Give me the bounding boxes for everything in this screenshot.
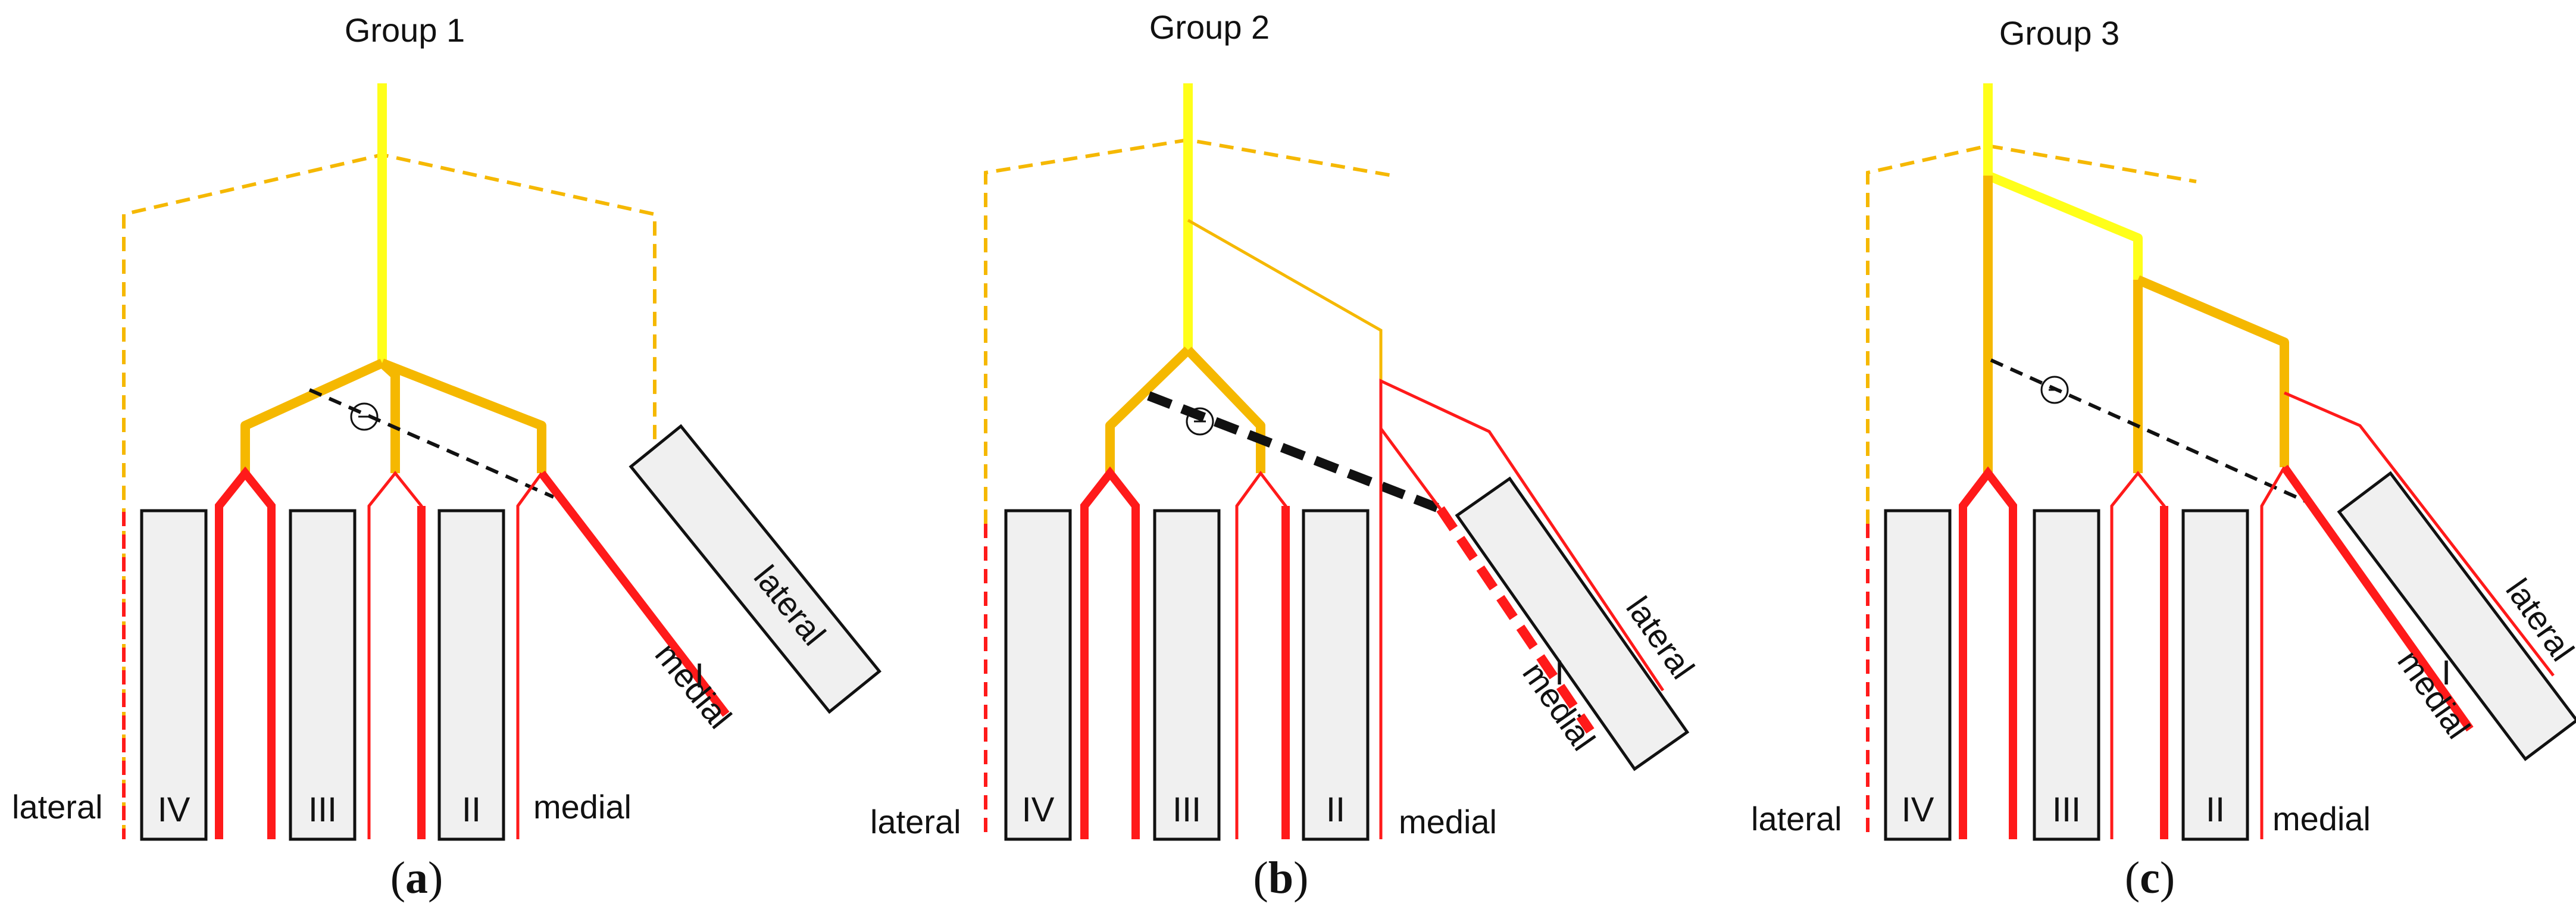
panel-c-ray-iii-label: III — [2052, 790, 2081, 829]
panel-a-ray-ii-label: II — [462, 790, 481, 829]
panel-a-orange-branch-1 — [240, 358, 384, 473]
panel-b-caption-letter: b — [1268, 853, 1293, 903]
panel-c-ray-ii-label: II — [2206, 790, 2225, 829]
panel-c-black-dashed-axis — [1990, 358, 2311, 505]
panel-c-ray-iii-box — [2033, 509, 2100, 841]
panel-c-axis-circle — [2040, 376, 2069, 404]
panel-a-orange-branch-3 — [380, 358, 546, 473]
panel-a-lateral-label: lateral — [12, 788, 103, 826]
panel-b-title: Group 2 — [1149, 8, 1270, 46]
panel-c-ray-iv-box — [1884, 509, 1952, 841]
panel-a-ray-iii-label: III — [308, 790, 337, 829]
panel-b-red-artery-iii-iv — [1080, 466, 1140, 839]
panel-b-orange-thin-branch — [1187, 218, 1383, 381]
panel-b-ray-iv-label: IV — [1022, 790, 1055, 829]
panel-a-caption-close: ) — [428, 853, 443, 903]
panel-c-orange-secondary-branch — [2136, 275, 2289, 467]
panel-a-red-artery-iii-iv — [215, 466, 276, 839]
panel-a-ray-iv-label: IV — [158, 790, 190, 829]
panel-b-ray-iii-label: III — [1173, 790, 1201, 829]
panel-c-title: Group 3 — [1999, 14, 2119, 52]
panel-b-black-dashed-axis — [1147, 391, 1442, 514]
panel-a-ray-i-label: I — [695, 657, 704, 695]
panel-b-ray-i-label: I — [1555, 654, 1564, 692]
panel-c-ray-i-box — [2337, 471, 2576, 761]
panel-c-ray-ii-box — [2181, 509, 2249, 841]
panel-c-red-artery-thin-ii-medial — [2260, 466, 2286, 839]
panel-b-caption: (b) — [1253, 853, 1309, 903]
panel-c-orange-dashed-outline — [1866, 143, 2197, 524]
panel-c-red-artery-thick-i-medial — [2281, 464, 2474, 732]
panel-a-caption: (a) — [390, 853, 443, 903]
panel-c-caption-letter: c — [2140, 853, 2160, 903]
panel-b-lateral-label: lateral — [870, 803, 961, 840]
panel-a-red-artery-thin-ii-medial — [516, 472, 543, 839]
panel-a-ray-ii-box — [437, 509, 505, 841]
panel-c-red-artery-thin-ii-iii — [2110, 470, 2166, 839]
panel-a-red-artery-thick-i-medial — [538, 470, 730, 717]
panel-b-orange-branch-1 — [1105, 346, 1192, 473]
panel-b-caption-open: ( — [1253, 853, 1268, 903]
panel-b-red-artery-thin-ii-iii — [1235, 470, 1287, 839]
panel-a-ray-i-box — [629, 424, 881, 714]
panel-c-caption: (c) — [2125, 853, 2175, 903]
panel-c-caption-open: ( — [2125, 853, 2140, 903]
panel-a-medial-label: medial — [533, 788, 632, 826]
panel-a-medial-diag-label: medial — [648, 636, 739, 736]
panel-b-ray-ii-box — [1302, 509, 1370, 841]
panel-a-red-artery-thin-ii-iii — [367, 470, 423, 839]
panel-c-ray-i-label: I — [2441, 654, 2451, 692]
panel-b-red-dashed-i-medial — [1436, 506, 1595, 734]
panel-a-orange-branch-2 — [379, 360, 400, 473]
panel-b-axis-circle — [1186, 407, 1214, 436]
panel-b-ray-i-box — [1455, 476, 1690, 771]
panel-b-red-artery-thin-lateral — [1379, 379, 1665, 839]
panel-c-red-artery-iii-iv — [1959, 466, 2017, 839]
panel-b-red-artery-thin-connector — [1379, 427, 1442, 510]
panel-a-caption-letter: a — [405, 853, 428, 903]
panel-a: Group 1 IV III II I lateral medial — [12, 11, 881, 903]
panel-b-ray-iv-box — [1004, 509, 1072, 841]
panel-c-yellow-trunk — [1983, 83, 2143, 280]
panel-c-medial-label: medial — [2272, 800, 2371, 837]
panel-c-red-artery-thin-i-lateral — [2284, 391, 2555, 677]
panel-a-ray-iv-box — [140, 509, 208, 841]
panel-b-ray-iii-box — [1153, 509, 1221, 841]
panel-b: Group 2 IV III II I lateral medial later… — [870, 8, 1702, 903]
panel-c-caption-close: ) — [2160, 853, 2175, 903]
panel-a-black-dashed-axis — [308, 388, 555, 499]
panel-a-caption-open: ( — [390, 853, 405, 903]
panel-b-caption-close: ) — [1293, 853, 1308, 903]
panel-a-ray-iii-box — [289, 509, 357, 841]
panel-b-ray-ii-label: II — [1326, 790, 1345, 829]
panel-c-ray-iv-label: IV — [1902, 790, 1934, 829]
panel-b-orange-branch-2 — [1184, 346, 1265, 473]
panel-b-orange-dashed-outline — [984, 137, 1393, 524]
panel-c: Group 3 IV III II I lateral medial later… — [1751, 14, 2576, 903]
panel-c-lateral-label: lateral — [1751, 800, 1842, 837]
panel-a-axis-circle — [350, 402, 379, 431]
panel-a-title: Group 1 — [345, 11, 465, 49]
panel-b-medial-label: medial — [1399, 803, 1497, 840]
